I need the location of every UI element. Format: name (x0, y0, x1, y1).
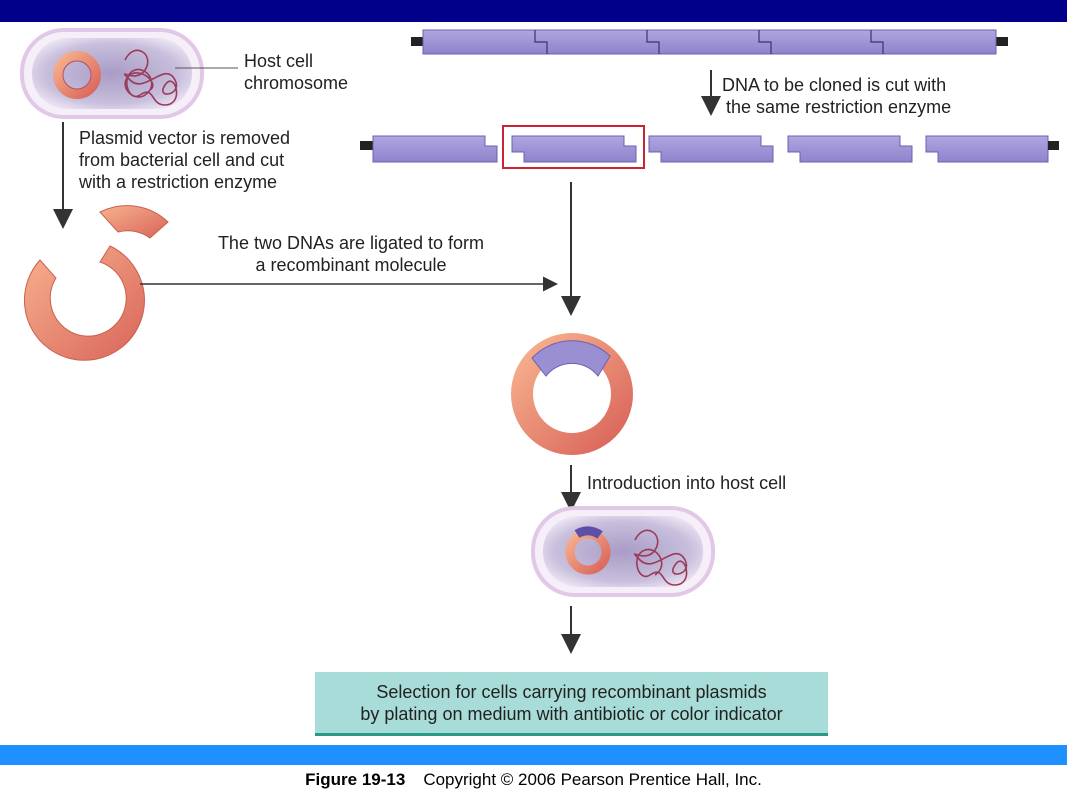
recombinant-plasmid-icon (511, 333, 633, 455)
host-cell-bottom (531, 506, 715, 597)
plasmid-label-line1: Plasmid vector is removed (79, 128, 291, 148)
dna-cut-label-line2: the same restriction enzyme (726, 97, 952, 117)
host-cell-top (20, 28, 238, 119)
ligation-label: The two DNAs are ligated to form a recom… (196, 232, 506, 276)
plasmid-label-line3: with a restriction enzyme (79, 172, 278, 192)
ligation-label-line1: The two DNAs are ligated to form (217, 233, 485, 253)
host-cell-label-line2: chromosome (244, 73, 349, 93)
figure-caption: Figure 19-13 Copyright © 2006 Pearson Pre… (0, 770, 1067, 790)
selection-box: Selection for cells carrying recombinant… (315, 672, 828, 736)
recombinant-plasmid-small-icon (565, 526, 611, 575)
host-cell-label: Host cell chromosome (244, 50, 348, 94)
plasmid-label-line2: from bacterial cell and cut (79, 150, 285, 170)
dna-long-strand (411, 29, 1008, 55)
chromosome-icon (633, 529, 688, 586)
plasmid-ring-icon (53, 51, 101, 99)
figure-number: Figure 19-13 (305, 770, 406, 789)
plasmid-removed-label: Plasmid vector is removed from bacterial… (79, 127, 290, 193)
cloning-diagram (20, 28, 1059, 654)
chromosome-icon (123, 49, 178, 106)
selected-fragment-highlight (502, 125, 645, 169)
selection-line1: Selection for cells carrying recombinant… (376, 682, 767, 702)
dna-cut-label-line1: DNA to be cloned is cut with (722, 75, 947, 95)
copyright-text: Copyright © 2006 Pearson Prentice Hall, … (423, 770, 762, 789)
host-cell-label-line1: Host cell (244, 51, 314, 71)
ligation-label-line2: a recombinant molecule (255, 255, 447, 275)
introduction-label: Introduction into host cell (587, 473, 787, 493)
selection-line2: by plating on medium with antibiotic or … (360, 704, 783, 724)
dna-fragments (360, 125, 1059, 169)
bottom-banner (0, 745, 1067, 765)
dna-cut-label: DNA to be cloned is cut with the same re… (722, 74, 951, 118)
top-banner (0, 0, 1067, 22)
cut-plasmid-icon (23, 205, 169, 361)
